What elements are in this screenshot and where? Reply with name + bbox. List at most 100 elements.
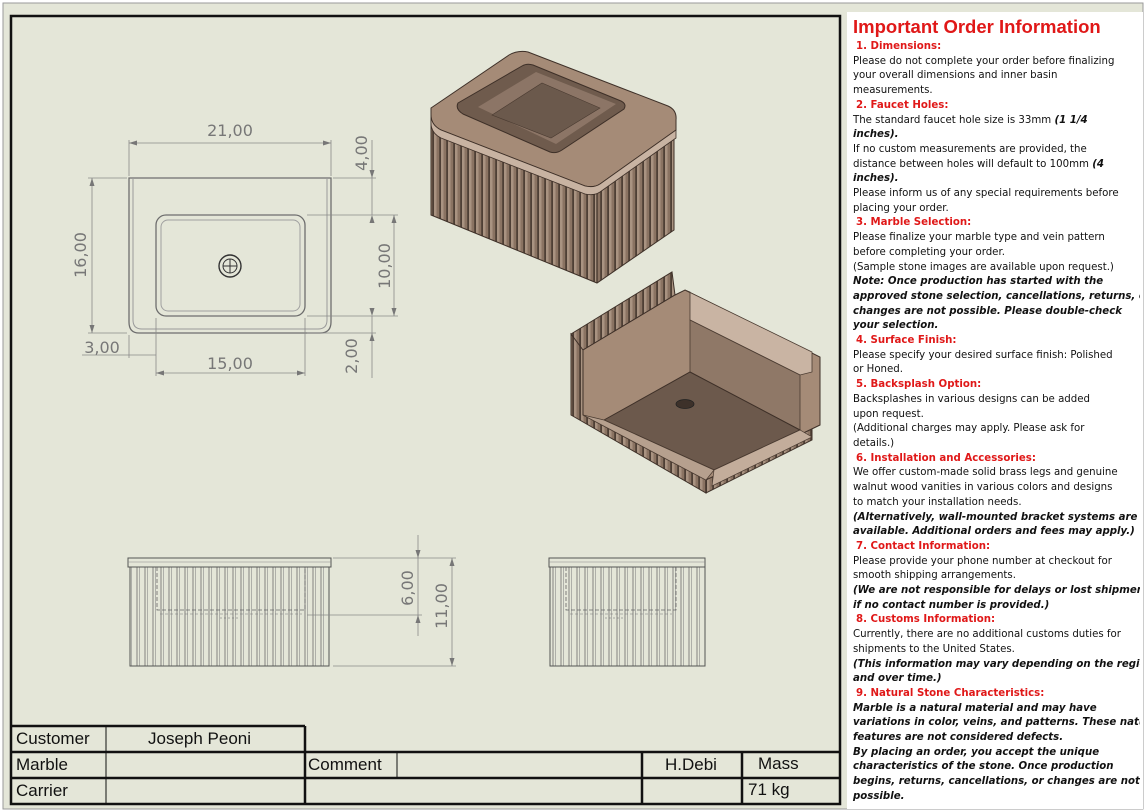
info-line-emphasis: inches). bbox=[853, 129, 899, 141]
info-line: (Alternatively, wall-mounted bracket sys… bbox=[848, 511, 1140, 526]
info-line-text: Please finalize your marble type and vei… bbox=[853, 232, 1105, 244]
info-line-emphasis: Marble is a natural material and may hav… bbox=[853, 702, 1097, 714]
info-line: your overall dimensions and inner basin bbox=[848, 69, 1140, 84]
info-line: Note: Once production has started with t… bbox=[848, 275, 1140, 290]
info-line: characteristics of the stone. Once produ… bbox=[848, 760, 1140, 775]
dim-back-margin: 4,00 bbox=[352, 135, 371, 171]
info-line: possible. bbox=[848, 790, 1140, 805]
info-line-text: Backsplashes in various designs can be a… bbox=[853, 393, 1090, 405]
info-line: upon request. bbox=[848, 408, 1140, 423]
info-section: 1. Dimensions: Please do not complete you… bbox=[848, 40, 1140, 99]
dim-depth: 16,00 bbox=[71, 232, 90, 278]
info-line-emphasis: and over time.) bbox=[853, 673, 942, 685]
info-panel-background bbox=[847, 12, 1143, 809]
info-section: 9. Natural Stone Characteristics: Marble … bbox=[848, 687, 1140, 805]
info-line: begins, returns, cancellations, or chang… bbox=[848, 775, 1140, 790]
front-view-arrows bbox=[415, 550, 455, 666]
info-line: available. Additional orders and fees ma… bbox=[848, 525, 1140, 540]
info-section: 5. Backsplash Option: Backsplashes in var… bbox=[848, 378, 1140, 452]
info-section-heading: 1. Dimensions: bbox=[856, 41, 942, 52]
info-line: before completing your order. bbox=[848, 246, 1140, 261]
info-section: 4. Surface Finish:Please specify your de… bbox=[848, 334, 1140, 378]
info-line: inches). bbox=[848, 172, 1140, 187]
info-line: Please specify your desired surface fini… bbox=[848, 349, 1140, 364]
info-section: 7. Contact Information: Please provide yo… bbox=[848, 540, 1140, 614]
info-line: (We are not responsible for delays or lo… bbox=[848, 584, 1140, 599]
info-section-heading: 5. Backsplash Option: bbox=[856, 379, 982, 391]
mass-value: 71 kg bbox=[748, 780, 790, 799]
info-section-heading: 9. Natural Stone Characteristics: bbox=[856, 687, 1045, 699]
info-line-emphasis: By placing an order, you accept the uniq… bbox=[853, 746, 1100, 758]
info-line: changes are not possible. Please double-… bbox=[848, 305, 1140, 320]
dim-total-height: 11,00 bbox=[432, 583, 451, 629]
dim-basin-depth: 10,00 bbox=[375, 243, 394, 289]
dim-top-width: 21,00 bbox=[207, 121, 253, 140]
title-block bbox=[11, 724, 840, 804]
info-line-text: to match your installation needs. bbox=[853, 496, 1022, 508]
info-line: Please provide your phone number at chec… bbox=[848, 555, 1140, 570]
info-line-emphasis: (4 bbox=[1092, 158, 1104, 170]
info-line-text: placing your order. bbox=[853, 202, 949, 214]
mass-label: Mass bbox=[758, 754, 799, 773]
info-line-text: your overall dimensions and inner basin bbox=[853, 70, 1058, 82]
top-view-dimensions bbox=[82, 140, 398, 378]
info-line-text: Please specify your desired surface fini… bbox=[853, 349, 1113, 361]
info-section-heading: 2. Faucet Holes: bbox=[856, 99, 949, 111]
info-line: smooth shipping arrangements. bbox=[848, 569, 1140, 584]
info-line-emphasis: possible. bbox=[853, 790, 905, 802]
top-view-arrows bbox=[89, 140, 397, 376]
info-line: (Sample stone images are available upon … bbox=[848, 261, 1140, 276]
info-line-text: before completing your order. bbox=[853, 246, 1005, 258]
dim-basin-height: 6,00 bbox=[398, 570, 417, 606]
info-line: measurements. bbox=[848, 84, 1140, 99]
drawing-border bbox=[9, 14, 842, 806]
info-line-emphasis: your selection. bbox=[853, 320, 939, 332]
info-line-emphasis: (We are not responsible for delays or lo… bbox=[853, 585, 1140, 597]
info-line-text: measurements. bbox=[853, 85, 933, 97]
info-line: your selection. bbox=[848, 319, 1140, 334]
info-section: 3. Marble Selection: Please finalize your… bbox=[848, 216, 1140, 334]
info-line-text: The standard faucet hole size is 33mm bbox=[853, 114, 1055, 126]
info-line: approved stone selection, cancellations,… bbox=[848, 290, 1140, 305]
info-line: placing your order. bbox=[848, 202, 1140, 217]
info-line-text: Please do not complete your order before… bbox=[853, 55, 1115, 67]
info-line: inches). bbox=[848, 128, 1140, 143]
info-section: 6. Installation and Accessories: We offer… bbox=[848, 452, 1140, 540]
customer-label: Customer bbox=[16, 729, 90, 748]
marble-label: Marble bbox=[16, 755, 68, 774]
info-line: We offer custom-made solid brass legs an… bbox=[848, 466, 1140, 481]
info-line: or Honed. bbox=[848, 363, 1140, 378]
info-line: shipments to the United States. bbox=[848, 643, 1140, 658]
info-line: If no custom measurements are provided, … bbox=[848, 143, 1140, 158]
info-line-emphasis: changes are not possible. Please double-… bbox=[853, 305, 1123, 317]
info-section: 2. Faucet Holes: The standard faucet hole… bbox=[848, 99, 1140, 217]
side-view bbox=[548, 557, 706, 667]
info-line-text: walnut wood vanities in various colors a… bbox=[853, 482, 1113, 494]
info-line: By placing an order, you accept the uniq… bbox=[848, 746, 1140, 761]
info-section-heading: 3. Marble Selection: bbox=[856, 217, 972, 229]
info-line-emphasis: inches). bbox=[853, 173, 899, 185]
info-line-text: Please provide your phone number at chec… bbox=[853, 555, 1112, 567]
info-line: Please finalize your marble type and vei… bbox=[848, 231, 1140, 246]
info-line-emphasis: begins, returns, cancellations, or chang… bbox=[853, 776, 1140, 788]
info-line-emphasis: characteristics of the stone. Once produ… bbox=[853, 761, 1114, 773]
info-line: Currently, there are no additional custo… bbox=[848, 628, 1140, 643]
info-sections: 1. Dimensions: Please do not complete you… bbox=[848, 40, 1140, 805]
info-section-heading: 7. Contact Information: bbox=[856, 540, 991, 552]
dim-side-margin: 3,00 bbox=[84, 338, 120, 357]
info-section-heading: 6. Installation and Accessories: bbox=[856, 452, 1036, 464]
info-section-heading: 8. Customs Information: bbox=[856, 614, 996, 626]
info-line-emphasis: available. Additional orders and fees ma… bbox=[853, 526, 1135, 538]
info-line: The standard faucet hole size is 33mm (1… bbox=[848, 114, 1140, 129]
info-line: (Additional charges may apply. Please as… bbox=[848, 422, 1140, 437]
comment-label: Comment bbox=[308, 755, 382, 774]
info-line-text: Currently, there are no additional custo… bbox=[853, 629, 1121, 641]
info-line: features are not considered defects. bbox=[848, 731, 1140, 746]
info-line-text: upon request. bbox=[853, 408, 924, 420]
info-line-emphasis: (Alternatively, wall-mounted bracket sys… bbox=[853, 511, 1138, 523]
front-view bbox=[127, 557, 332, 667]
info-line-text: Please inform us of any special requirem… bbox=[853, 188, 1119, 200]
info-line: if no contact number is provided.) bbox=[848, 599, 1140, 614]
carrier-label: Carrier bbox=[16, 781, 68, 800]
info-line: Marble is a natural material and may hav… bbox=[848, 702, 1140, 717]
